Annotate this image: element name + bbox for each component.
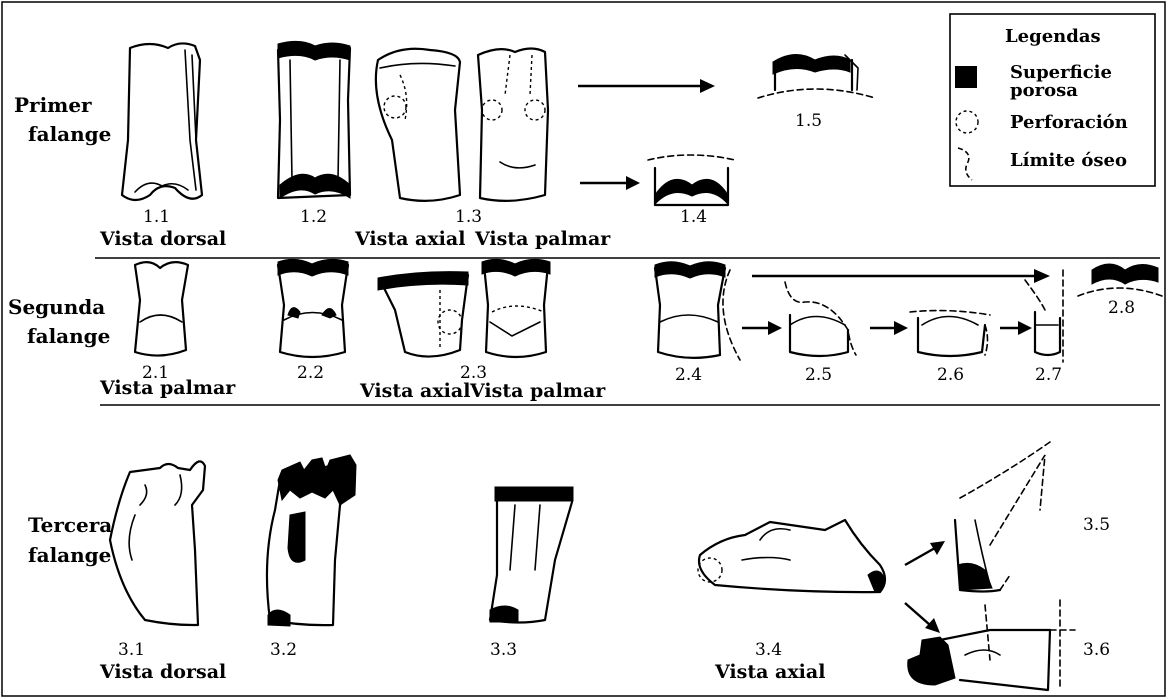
- bone-1-5: [758, 54, 875, 98]
- caption-dorsal-3: Vista dorsal: [99, 661, 226, 683]
- bone-2-1: [135, 262, 188, 355]
- label-2-5: 2.5: [805, 365, 832, 385]
- arrow-2-7: [1000, 321, 1032, 335]
- bone-3-3: [490, 487, 573, 623]
- bone-2-3-axial: [378, 272, 468, 357]
- arrow-2-8: [752, 269, 1050, 283]
- label-1-2: 1.2: [300, 207, 327, 227]
- label-3-2: 3.2: [270, 640, 297, 660]
- label-1-5: 1.5: [795, 111, 822, 131]
- caption-palmar-2b: Vista palmar: [469, 380, 606, 402]
- row-label-second-2: falange: [27, 324, 110, 348]
- row-label-second-1: Segunda: [8, 295, 105, 319]
- caption-axial-2: Vista axial: [359, 380, 470, 402]
- caption-palmar-2a: Vista palmar: [99, 377, 236, 399]
- arrow-2-5: [742, 321, 782, 335]
- label-1-3: 1.3: [455, 207, 482, 227]
- bone-3-2: [267, 455, 356, 626]
- label-1-4: 1.4: [680, 207, 707, 227]
- bone-2-8: [1078, 264, 1162, 296]
- bone-2-6: [910, 311, 990, 356]
- caption-dorsal-1: Vista dorsal: [99, 228, 226, 250]
- arrow-1-4: [580, 176, 640, 190]
- label-2-6: 2.6: [937, 365, 964, 385]
- bone-2-5: [785, 282, 856, 356]
- legend-perforation: Perforación: [1010, 112, 1128, 133]
- bone-1-1: [122, 43, 202, 200]
- label-3-6: 3.6: [1083, 640, 1110, 660]
- label-3-5: 3.5: [1083, 515, 1110, 535]
- bone-2-3-palmar: [482, 259, 550, 357]
- arrow-3-6: [905, 603, 940, 633]
- arrow-2-6: [870, 321, 908, 335]
- bone-2-4: [655, 262, 740, 360]
- bone-3-5: [955, 442, 1050, 592]
- label-3-3: 3.3: [490, 640, 517, 660]
- bone-3-6: [908, 600, 1075, 690]
- caption-palmar-1: Vista palmar: [474, 228, 611, 250]
- label-3-1: 3.1: [118, 640, 145, 660]
- label-1-1: 1.1: [143, 207, 170, 227]
- legend-bone-limit: Límite óseo: [1010, 150, 1127, 171]
- arrow-3-5: [905, 541, 945, 565]
- caption-axial-3: Vista axial: [714, 661, 825, 683]
- label-2-4: 2.4: [675, 365, 702, 385]
- bone-3-1: [110, 461, 205, 625]
- bone-2-2: [278, 259, 348, 357]
- arrow-1-5: [578, 79, 715, 93]
- label-3-4: 3.4: [755, 640, 782, 660]
- bone-1-4: [648, 155, 735, 205]
- row-label-first-1: Primer: [14, 93, 92, 117]
- bone-3-4: [698, 520, 885, 592]
- legend-title: Legendas: [1005, 26, 1101, 47]
- caption-axial-1: Vista axial: [354, 228, 465, 250]
- label-2-2: 2.2: [297, 363, 324, 383]
- bone-1-3-axial: [376, 49, 460, 201]
- label-2-8: 2.8: [1108, 298, 1135, 318]
- bone-1-2: [278, 41, 350, 198]
- porous-swatch-icon: [955, 66, 977, 88]
- legend: Legendas Superficie porosa Perforación L…: [950, 14, 1155, 186]
- legend-porous-2: porosa: [1010, 80, 1078, 101]
- row-label-third-1: Tercera: [28, 513, 112, 537]
- bone-2-7: [1025, 270, 1063, 362]
- bone-1-3-palmar: [478, 49, 548, 201]
- row-label-third-2: falange: [28, 543, 111, 567]
- label-2-7: 2.7: [1035, 365, 1062, 385]
- row-label-first-2: falange: [28, 122, 111, 146]
